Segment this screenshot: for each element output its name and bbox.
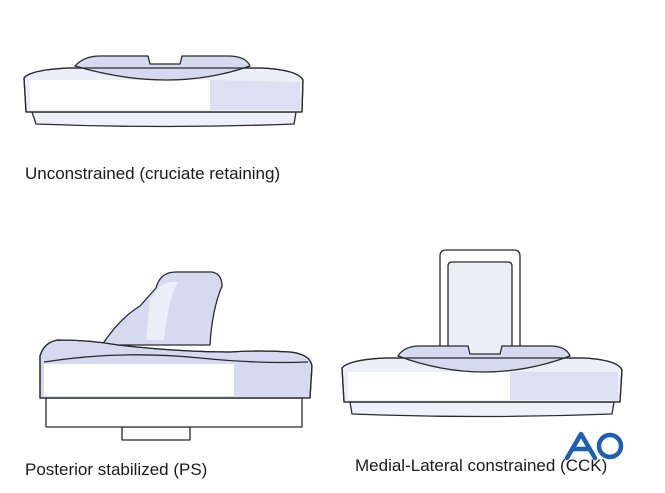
ps-cam-post-highlight [146, 282, 178, 340]
caption-medial-lateral-constrained: Medial-Lateral constrained (CCK) [355, 456, 608, 475]
caption-unconstrained: Unconstrained (cruciate retaining) [25, 164, 281, 183]
cck-body-shadow [510, 372, 618, 400]
unconstrained-base-plate [31, 111, 297, 128]
ps-insert [39, 271, 313, 441]
ao-logo-letter-o [596, 432, 624, 460]
unconstrained-outline [23, 67, 304, 113]
cck-articular-surface [397, 345, 571, 373]
ps-rim-line [43, 354, 309, 364]
ao-logo-letter-a [564, 431, 598, 461]
ao-logo [564, 431, 624, 461]
cck-post-face [447, 261, 513, 356]
unconstrained-shadow [210, 80, 300, 110]
ps-body-outline [39, 339, 313, 399]
cck-insert [341, 249, 623, 418]
cck-base-plate [349, 401, 615, 418]
unconstrained-highlight [30, 80, 210, 110]
cck-body-outline [341, 357, 623, 403]
ps-body-highlight [44, 364, 234, 396]
ps-peg [121, 426, 191, 441]
cck-body-highlight [348, 372, 510, 400]
caption-posterior-stabilized: Posterior stabilized (PS) [25, 460, 208, 479]
unconstrained-insert [23, 55, 304, 128]
ps-base-plate [45, 397, 303, 428]
